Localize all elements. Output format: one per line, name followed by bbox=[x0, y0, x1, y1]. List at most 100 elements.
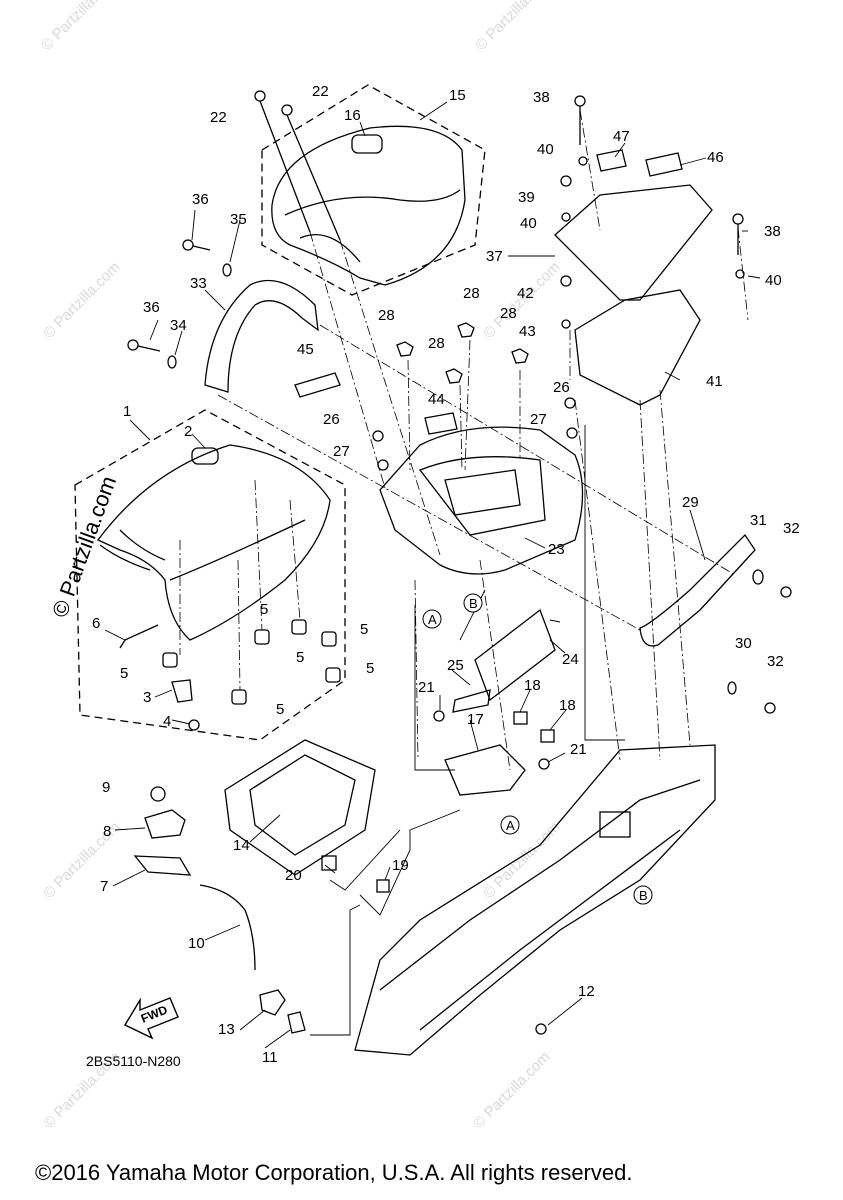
callout: 29 bbox=[682, 494, 699, 511]
callout: 28 bbox=[378, 307, 395, 324]
callout: 13 bbox=[218, 1021, 235, 1038]
seat-lock-cable bbox=[199, 884, 256, 971]
callout: 32 bbox=[783, 520, 800, 537]
callout: 36 bbox=[143, 299, 160, 316]
front-seat-outline bbox=[74, 409, 346, 741]
bolt-26-right bbox=[564, 397, 576, 409]
callout: 5 bbox=[360, 621, 368, 638]
callout: 23 bbox=[548, 541, 565, 558]
callout: 26 bbox=[553, 379, 570, 396]
grommet-28 bbox=[511, 348, 529, 364]
svg-text:B: B bbox=[469, 596, 478, 611]
callout: 7 bbox=[100, 878, 108, 895]
washer-43 bbox=[561, 319, 571, 329]
callout: 15 bbox=[449, 87, 466, 104]
callout: 40 bbox=[520, 215, 537, 232]
bolt-32-bottom bbox=[764, 702, 776, 714]
label-45 bbox=[294, 372, 341, 398]
bolt-42 bbox=[560, 275, 572, 287]
callout: 28 bbox=[500, 305, 517, 322]
callout: 10 bbox=[188, 935, 205, 952]
grommet-27 bbox=[377, 459, 389, 471]
grommet-28 bbox=[396, 341, 414, 357]
diagram-code: 2BS5110-N280 bbox=[86, 1053, 181, 1069]
svg-text:A: A bbox=[428, 612, 437, 627]
pad-25 bbox=[452, 689, 491, 713]
callout: 3 bbox=[143, 689, 151, 706]
callout: 17 bbox=[467, 711, 484, 728]
washer-40 bbox=[578, 156, 588, 166]
ref-marker-a-upper: A bbox=[422, 609, 442, 629]
callout: 22 bbox=[312, 83, 329, 100]
damper-5 bbox=[325, 667, 341, 683]
callout: 35 bbox=[230, 211, 247, 228]
damper-5 bbox=[291, 619, 307, 635]
callout: 8 bbox=[103, 823, 111, 840]
callout: 12 bbox=[578, 983, 595, 1000]
nut-9 bbox=[150, 786, 166, 802]
callout: 38 bbox=[533, 89, 550, 106]
callout: 34 bbox=[170, 317, 187, 334]
damper-19 bbox=[376, 879, 390, 893]
label-47 bbox=[596, 149, 627, 172]
callout: 5 bbox=[366, 660, 374, 677]
callout: 32 bbox=[767, 653, 784, 670]
callout: 5 bbox=[260, 601, 268, 618]
washer-40 bbox=[735, 269, 745, 279]
callout: 19 bbox=[392, 857, 409, 874]
washer-35 bbox=[222, 263, 232, 277]
ref-marker-b-upper: B bbox=[463, 593, 483, 613]
front-seat bbox=[96, 444, 331, 641]
bracket-37 bbox=[554, 184, 713, 301]
damper-5 bbox=[254, 629, 270, 645]
sheet-24 bbox=[474, 608, 556, 702]
callout: 18 bbox=[559, 697, 576, 714]
callout: 4 bbox=[163, 713, 171, 730]
bracket-41 bbox=[574, 289, 701, 406]
callout: 47 bbox=[613, 128, 630, 145]
washer-40 bbox=[561, 212, 571, 222]
callout: 33 bbox=[190, 275, 207, 292]
lock-cover bbox=[144, 809, 186, 839]
grab-bar-right bbox=[639, 533, 756, 647]
bolt-32-top bbox=[780, 586, 792, 598]
callout: 25 bbox=[447, 657, 464, 674]
fwd-arrow-icon: FWD bbox=[124, 997, 179, 1040]
washer-31 bbox=[752, 569, 764, 585]
callout: 40 bbox=[765, 272, 782, 289]
callout: 41 bbox=[706, 373, 723, 390]
callout: 38 bbox=[764, 223, 781, 240]
washer-34 bbox=[167, 355, 177, 369]
bolt-36-bottom bbox=[127, 339, 161, 352]
seat-base bbox=[379, 426, 584, 575]
nut-4 bbox=[188, 719, 200, 731]
washer-30 bbox=[727, 681, 737, 695]
svg-text:B: B bbox=[639, 888, 648, 903]
grommet-28 bbox=[457, 322, 475, 338]
callout: 39 bbox=[518, 189, 535, 206]
ref-marker-a-lower: A bbox=[500, 815, 520, 835]
stay-17 bbox=[444, 744, 526, 796]
callout: 21 bbox=[570, 741, 587, 758]
bolt-21-left bbox=[433, 710, 445, 722]
bolt-26-left bbox=[372, 430, 384, 442]
callout: 5 bbox=[276, 701, 284, 718]
callout: 36 bbox=[192, 191, 209, 208]
callout: 27 bbox=[333, 443, 350, 460]
callout: 9 bbox=[102, 779, 110, 796]
callout: 26 bbox=[323, 411, 340, 428]
ref-marker-b-lower: B bbox=[633, 885, 653, 905]
callout: 14 bbox=[233, 837, 250, 854]
damper-5 bbox=[162, 652, 178, 668]
damper-5 bbox=[231, 689, 247, 705]
callout: 21 bbox=[418, 679, 435, 696]
bolt-38-right bbox=[732, 213, 744, 255]
svg-text:A: A bbox=[506, 818, 515, 833]
callout: 11 bbox=[262, 1049, 278, 1066]
label-44 bbox=[424, 412, 458, 435]
callout: 5 bbox=[296, 649, 304, 666]
callout: 20 bbox=[285, 867, 302, 884]
callout: 43 bbox=[519, 323, 536, 340]
